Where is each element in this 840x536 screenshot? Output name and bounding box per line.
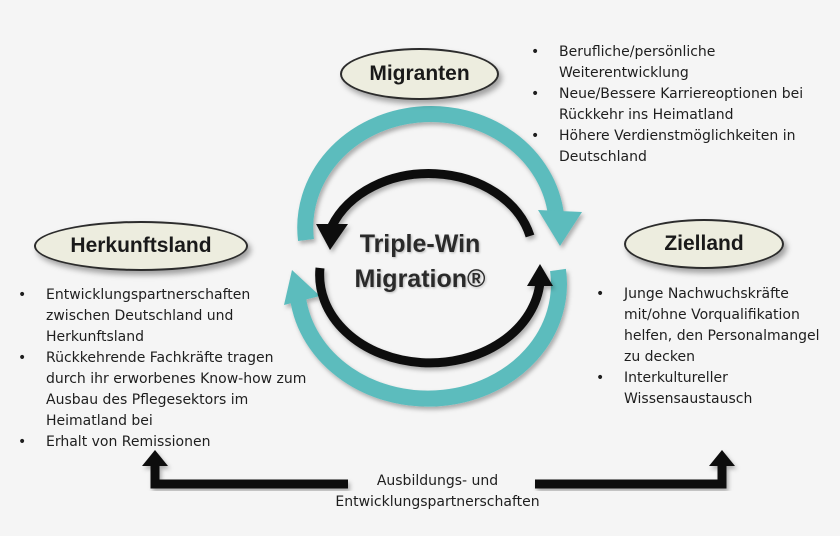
- node-migranten-label: Migranten: [369, 62, 470, 85]
- node-migranten: Migranten: [340, 48, 499, 100]
- list-item: Interkultureller Wissensaustausch: [596, 368, 836, 410]
- bottom-bracket-arrow: [142, 450, 735, 489]
- list-item: Höhere Verdienstmöglichkeiten in Deutsch…: [531, 126, 831, 168]
- black-arrow-top: [316, 169, 535, 250]
- list-item: Rückkehrende Fachkräfte tragen durch ihr…: [18, 348, 308, 432]
- list-item: Berufliche/persönliche Weiterentwicklung: [531, 42, 831, 84]
- list-item: Erhalt von Remissionen: [18, 432, 308, 453]
- node-herkunftsland: Herkunftsland: [34, 221, 248, 271]
- herkunftsland-benefits-list: Entwicklungspartnerschaften zwischen Deu…: [18, 285, 308, 453]
- node-zielland-label: Zielland: [664, 232, 744, 255]
- black-arrow-bottom: [315, 264, 553, 368]
- node-herkunftsland-label: Herkunftsland: [70, 234, 212, 257]
- bottom-partnership-label: Ausbildungs- und Entwicklungspartnerscha…: [315, 471, 560, 513]
- migranten-benefits-list: Berufliche/persönliche Weiterentwicklung…: [531, 42, 831, 168]
- list-item: Junge Nachwuchskräfte mit/ohne Vorqualif…: [596, 284, 836, 368]
- center-title-line1: Triple-Win: [359, 230, 481, 258]
- center-title-line2: Migration®: [354, 265, 486, 293]
- zielland-benefits-list: Junge Nachwuchskräfte mit/ohne Vorqualif…: [596, 284, 836, 410]
- list-item: Neue/Bessere Karriereoptionen bei Rückke…: [531, 84, 831, 126]
- bottom-label-line2: Entwicklungspartnerschaften: [335, 494, 540, 510]
- list-item: Entwicklungspartnerschaften zwischen Deu…: [18, 285, 308, 348]
- bottom-label-line1: Ausbildungs- und: [376, 473, 499, 489]
- node-zielland: Zielland: [624, 219, 784, 269]
